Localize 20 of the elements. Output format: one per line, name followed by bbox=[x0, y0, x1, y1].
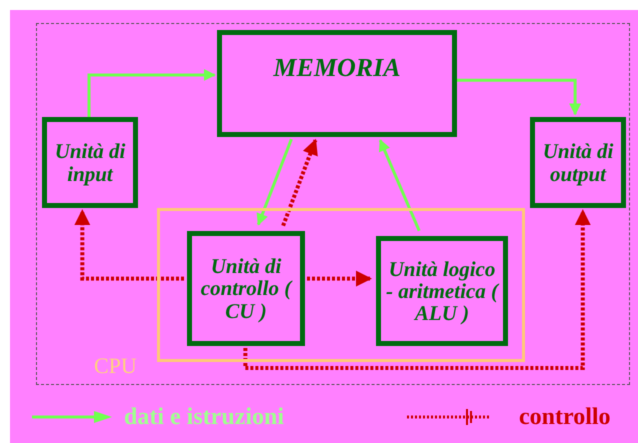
data-arrow bbox=[457, 78, 582, 116]
unit-box bbox=[217, 30, 457, 137]
unit-label: Unità di controllo ( CU ) bbox=[200, 255, 294, 322]
control-arrow bbox=[243, 209, 591, 370]
unit-box bbox=[376, 236, 508, 346]
data-arrow bbox=[256, 138, 293, 226]
unit-box bbox=[42, 117, 138, 208]
unit-label: MEMORIA bbox=[272, 54, 402, 82]
legend-label: dati e istruzioni bbox=[124, 405, 284, 429]
unit-label: Unità di output bbox=[542, 140, 614, 185]
unit-box bbox=[187, 231, 305, 346]
cpu-label: CPU bbox=[94, 355, 137, 377]
legend-label: controllo bbox=[519, 405, 611, 429]
data-arrow bbox=[378, 139, 421, 232]
unit-box bbox=[530, 117, 626, 208]
unit-label: Unità logico - aritmetica ( ALU ) bbox=[385, 258, 500, 324]
unit-label: Unità di input bbox=[54, 140, 126, 185]
data-arrow bbox=[88, 68, 216, 117]
control-arrow bbox=[281, 138, 318, 226]
control-arrow bbox=[74, 209, 184, 281]
